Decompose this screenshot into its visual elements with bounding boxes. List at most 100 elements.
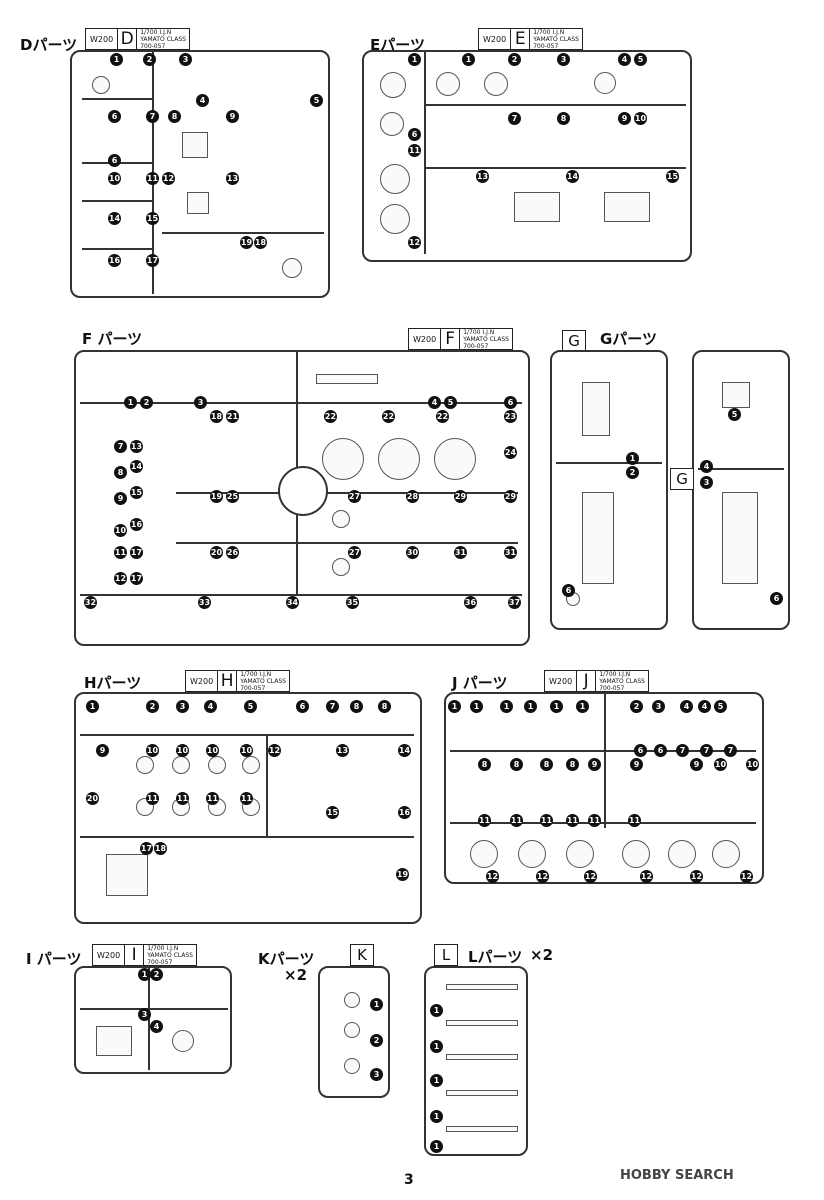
- part-number-g-1: 2: [626, 466, 639, 479]
- section-k-letter: K: [350, 944, 374, 966]
- section-g-title: Gパーツ: [600, 330, 658, 348]
- part-number-e-15: 12: [408, 236, 421, 249]
- part-number-j-1: 1: [470, 700, 483, 713]
- part-number-h-8: 8: [378, 700, 391, 713]
- part-number-f-11: 23: [504, 410, 517, 423]
- section-j-title: J パーツ: [452, 674, 508, 692]
- tag-letter: E: [511, 29, 531, 49]
- part-number-j-29: 11: [588, 814, 601, 827]
- part-number-j-26: 11: [510, 814, 523, 827]
- part-number-h-11: 10: [176, 744, 189, 757]
- part-number-f-0: 1: [124, 396, 137, 409]
- part-number-d-15: 15: [146, 212, 159, 225]
- part-number-j-27: 11: [540, 814, 553, 827]
- tag-text: 1/700 I.J.N YAMATO CLASS 700-057: [463, 328, 509, 350]
- sprue-l: [424, 966, 528, 1156]
- part-number-g-2: 6: [562, 584, 575, 597]
- part-number-h-2: 3: [176, 700, 189, 713]
- part-number-h-21: 11: [240, 792, 253, 805]
- part-number-f-5: 6: [504, 396, 517, 409]
- part-number-j-11: 6: [634, 744, 647, 757]
- sprue-g1: [550, 350, 668, 630]
- sprue-g2: [692, 350, 790, 630]
- part-number-j-0: 1: [448, 700, 461, 713]
- part-number-g-0: 1: [626, 452, 639, 465]
- part-number-h-20: 11: [206, 792, 219, 805]
- part-number-h-26: 19: [396, 868, 409, 881]
- part-number-e-11: 11: [408, 144, 421, 157]
- part-number-j-23: 10: [714, 758, 727, 771]
- sprue-i: [74, 966, 232, 1074]
- part-number-f-14: 24: [504, 446, 517, 459]
- part-number-j-31: 12: [486, 870, 499, 883]
- part-number-h-19: 11: [176, 792, 189, 805]
- part-number-f-1: 2: [140, 396, 153, 409]
- section-f-title: F パーツ: [82, 330, 143, 348]
- part-number-f-16: 14: [130, 460, 143, 473]
- part-number-f-37: 32: [84, 596, 97, 609]
- part-number-f-8: 22: [324, 410, 337, 423]
- tag-text: 1/700 I.J.N YAMATO CLASS 700-057: [140, 28, 186, 50]
- part-number-e-9: 10: [634, 112, 647, 125]
- tag-text: 1/700 I.J.N YAMATO CLASS 700-057: [533, 28, 579, 50]
- part-number-j-33: 12: [584, 870, 597, 883]
- part-number-d-9: 6: [108, 154, 121, 167]
- tag-code: W200: [186, 671, 219, 691]
- part-number-f-32: 26: [226, 546, 239, 559]
- part-number-f-31: 20: [210, 546, 223, 559]
- part-number-h-16: 14: [398, 744, 411, 757]
- part-number-f-41: 36: [464, 596, 477, 609]
- part-number-e-13: 14: [566, 170, 579, 183]
- part-number-f-24: 17: [130, 572, 143, 585]
- part-number-h-5: 6: [296, 700, 309, 713]
- part-number-f-18: 15: [130, 486, 143, 499]
- part-number-j-10: 5: [714, 700, 727, 713]
- part-number-d-3: 4: [196, 94, 209, 107]
- part-number-j-30: 11: [628, 814, 641, 827]
- tag-code: W200: [86, 29, 119, 49]
- tag-text: 1/700 I.J.N YAMATO CLASS 700-057: [599, 670, 645, 692]
- part-number-f-23: 12: [114, 572, 127, 585]
- part-number-d-17: 19: [240, 236, 253, 249]
- part-number-f-6: 18: [210, 410, 223, 423]
- part-number-j-6: 2: [630, 700, 643, 713]
- tag-letter: J: [577, 671, 597, 691]
- part-number-f-34: 30: [406, 546, 419, 559]
- section-l-letter: L: [434, 944, 458, 966]
- part-number-f-9: 22: [382, 410, 395, 423]
- part-number-f-33: 27: [348, 546, 361, 559]
- part-number-d-2: 3: [179, 53, 192, 66]
- part-number-d-14: 14: [108, 212, 121, 225]
- tag-letter: I: [125, 945, 145, 965]
- part-number-e-8: 9: [618, 112, 631, 125]
- part-number-e-14: 15: [666, 170, 679, 183]
- part-number-d-18: 16: [108, 254, 121, 267]
- tag-text: 1/700 I.J.N YAMATO CLASS 700-057: [147, 944, 193, 966]
- part-number-e-6: 7: [508, 112, 521, 125]
- part-number-f-22: 17: [130, 546, 143, 559]
- section-g-letter: G: [562, 330, 586, 352]
- part-number-j-25: 11: [478, 814, 491, 827]
- part-number-j-7: 3: [652, 700, 665, 713]
- part-number-h-23: 16: [398, 806, 411, 819]
- part-number-d-0: 1: [110, 53, 123, 66]
- part-number-l-1: 1: [430, 1040, 443, 1053]
- tag-code: W200: [409, 329, 442, 349]
- part-number-d-6: 7: [146, 110, 159, 123]
- part-number-k-1: 2: [370, 1034, 383, 1047]
- part-number-l-0: 1: [430, 1004, 443, 1017]
- tag-code: W200: [545, 671, 578, 691]
- part-number-j-5: 1: [576, 700, 589, 713]
- part-number-j-9: 4: [698, 700, 711, 713]
- part-number-j-4: 1: [550, 700, 563, 713]
- section-g-side-letter: G: [670, 468, 694, 490]
- part-number-h-25: 18: [154, 842, 167, 855]
- part-number-f-38: 33: [198, 596, 211, 609]
- part-number-d-10: 10: [108, 172, 121, 185]
- part-number-g-6: 6: [770, 592, 783, 605]
- part-number-h-24: 17: [140, 842, 153, 855]
- part-number-j-13: 7: [676, 744, 689, 757]
- part-number-e-4: 4: [618, 53, 631, 66]
- part-number-j-22: 9: [690, 758, 703, 771]
- part-number-f-4: 5: [444, 396, 457, 409]
